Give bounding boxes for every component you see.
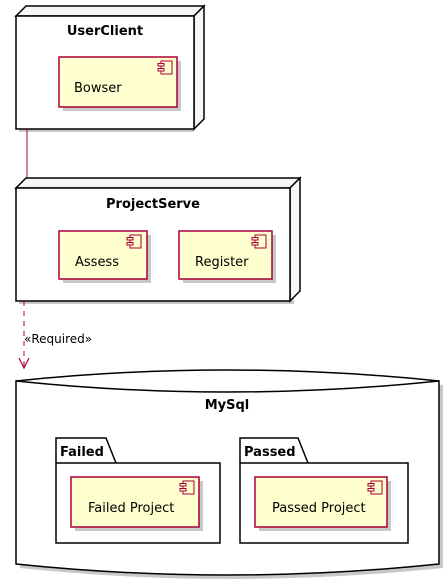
arrowhead-icon bbox=[18, 357, 30, 370]
component-passed-project: Passed Project bbox=[254, 476, 391, 531]
node-title: UserClient bbox=[67, 24, 143, 39]
component-label: Register bbox=[195, 255, 249, 270]
component-failed-project: Failed Project bbox=[70, 476, 203, 531]
database-title: MySql bbox=[205, 398, 250, 413]
component-label: Failed Project bbox=[88, 501, 174, 516]
component-bowser: Bowser bbox=[58, 56, 181, 111]
component-label: Assess bbox=[75, 255, 119, 270]
package-title: Passed bbox=[244, 445, 296, 460]
component-label: Passed Project bbox=[272, 501, 366, 516]
node-title: ProjectServe bbox=[106, 197, 200, 212]
component-assess: Assess bbox=[58, 230, 151, 283]
component-label: Bowser bbox=[74, 81, 122, 96]
package-title: Failed bbox=[60, 445, 104, 460]
link-required: «Required» bbox=[18, 301, 92, 370]
relation-stereotype: «Required» bbox=[24, 332, 92, 346]
component-register: Register bbox=[178, 230, 276, 283]
